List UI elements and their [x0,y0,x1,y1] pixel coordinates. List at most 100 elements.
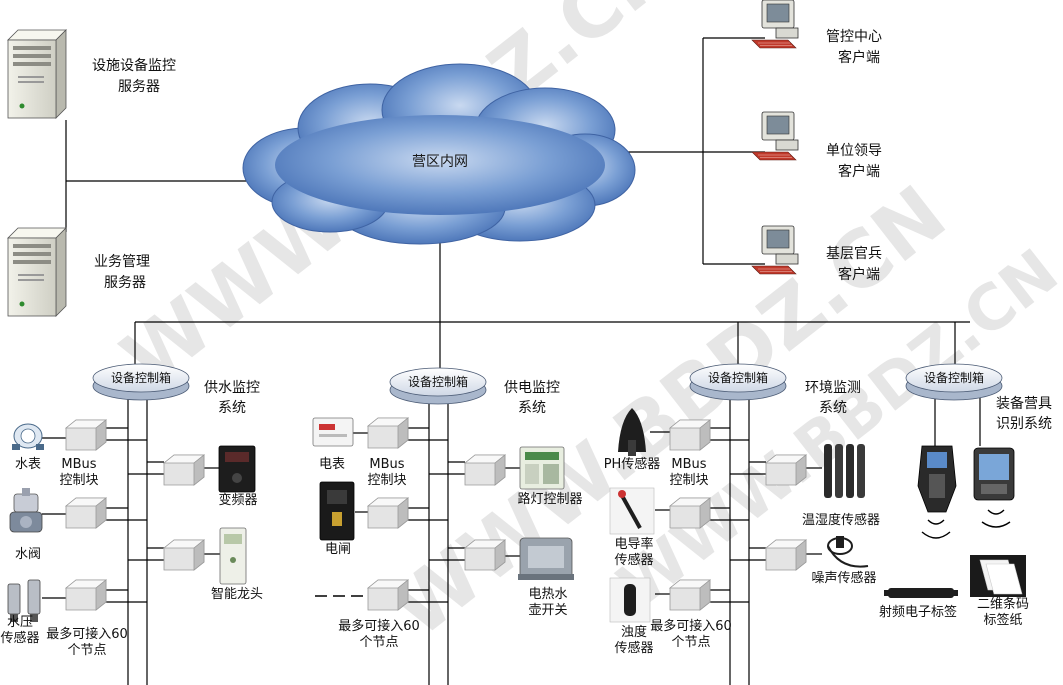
humidity-sensor-label: 温湿度传感器 [801,513,880,528]
equipment-system-title-1: 装备营具 [996,396,1052,412]
noise-sensor-label: 噪声传感器 [811,571,877,586]
breaker-icon [319,481,355,541]
smart-tap-icon [219,527,247,585]
server-icon [7,227,67,317]
rfid-tag-icon [884,588,958,598]
server-icon [7,29,67,119]
smart-tap-label: 智能龙头 [210,587,263,602]
mbus-module [669,419,711,451]
mbus-module [163,454,205,486]
cloud-label: 营区内网 [412,154,468,170]
noise-sensor-icon [827,536,869,568]
barcode-label-icon [970,555,1026,597]
equipment-system-title-2: 识别系统 [996,416,1052,432]
inverter-label: 变频器 [218,493,258,508]
mbus-label-2: 控制块 [59,473,99,488]
barcode-label-2: 标签纸 [983,613,1023,628]
conductivity-sensor-label-2: 传感器 [614,553,654,568]
power-system-title-2: 系统 [518,400,546,416]
control-center-label-1: 管控中心 [826,29,882,45]
turbidity-sensor-label-1: 浊度 [620,625,647,640]
power-system-title-1: 供电监控 [504,380,560,396]
mbus-module [65,419,107,451]
control-center-label-2: 客户端 [838,50,880,66]
facility-server-label-1: 设施设备监控 [92,58,176,74]
env-system-title-2: 系统 [819,400,847,416]
facility-server-label-2: 服务器 [118,79,160,95]
breaker-label: 电闸 [324,542,351,557]
barcode-label-1: 二维条码 [976,597,1029,612]
computer-icon [751,111,799,161]
mbus-module [669,497,711,529]
kettle-switch-icon [518,537,574,580]
inverter-icon [218,445,256,493]
env-system-bus [650,395,822,685]
kettle-switch-label-1: 电热水 [528,587,568,602]
unit-leader-label-2: 客户端 [838,164,880,180]
control-box-power [389,367,487,405]
conductivity-sensor-label-1: 电导率 [614,537,654,552]
mbus-label-2: 控制块 [669,473,709,488]
control-box-label: 设备控制箱 [707,371,768,385]
pressure-sensor-label-1: 水压 [6,615,33,630]
grassroots-label-1: 基层官兵 [826,246,882,262]
water-meter-icon [12,423,44,450]
node-limit-label-1: 最多可接入60 [650,619,732,634]
control-box-water [92,363,190,401]
water-system-bus [42,395,220,685]
env-system-title-1: 环境监测 [805,380,861,396]
node-limit-label-2: 个节点 [671,635,711,650]
control-box-equipment [905,363,1003,401]
water-system-title-1: 供水监控 [204,380,260,396]
control-box-env [689,363,787,401]
mbus-module [65,497,107,529]
business-server-label-1: 业务管理 [94,254,150,270]
valve-icon [9,488,43,533]
control-box-label: 设备控制箱 [407,375,468,389]
mbus-module [464,539,506,571]
streetlight-controller-icon [519,446,565,490]
rfid-tag-label: 射频电子标签 [878,605,957,620]
mbus-label-1: MBus [671,457,707,472]
ph-sensor-icon [618,408,646,456]
pressure-sensor-label-2: 传感器 [0,631,40,646]
valve-label: 水阀 [14,547,41,562]
computer-icon [751,0,799,49]
wireless-signal-icon [921,509,1011,539]
mbus-module [765,454,807,486]
mbus-module [669,579,711,611]
cloud-shape [242,63,636,245]
equipment-links [934,392,981,446]
top-links [65,37,970,372]
water-system-title-2: 系统 [218,400,246,416]
power-system-bus [353,395,520,685]
business-server-label-2: 服务器 [104,275,146,291]
electric-meter-icon [312,417,354,447]
mbus-module [65,579,107,611]
mbus-module [163,539,205,571]
node-limit-label-1: 最多可接入60 [46,627,128,642]
mbus-module [367,579,409,611]
ph-sensor-label: PH传感器 [603,457,661,472]
mbus-module [765,539,807,571]
mbus-module [464,454,506,486]
control-box-label: 设备控制箱 [923,371,984,385]
electric-meter-label: 电表 [318,457,345,472]
handheld-scanner-icon [917,445,957,513]
node-limit-label-2: 个节点 [67,643,107,658]
turbidity-sensor-label-2: 传感器 [614,641,654,656]
conductivity-sensor-icon [609,487,655,535]
unit-leader-label-1: 单位领导 [826,143,882,159]
water-meter-label: 水表 [14,457,41,472]
node-limit-label-1: 最多可接入60 [338,619,420,634]
node-limit-label-2: 个节点 [359,635,399,650]
control-box-label: 设备控制箱 [110,371,171,385]
mbus-label-1: MBus [369,457,405,472]
turbidity-sensor-icon [609,577,651,623]
humidity-sensor-icon [824,444,865,498]
streetlight-controller-label: 路灯控制器 [517,492,583,507]
pressure-sensor-icon [7,579,41,622]
pda-icon [973,447,1015,501]
